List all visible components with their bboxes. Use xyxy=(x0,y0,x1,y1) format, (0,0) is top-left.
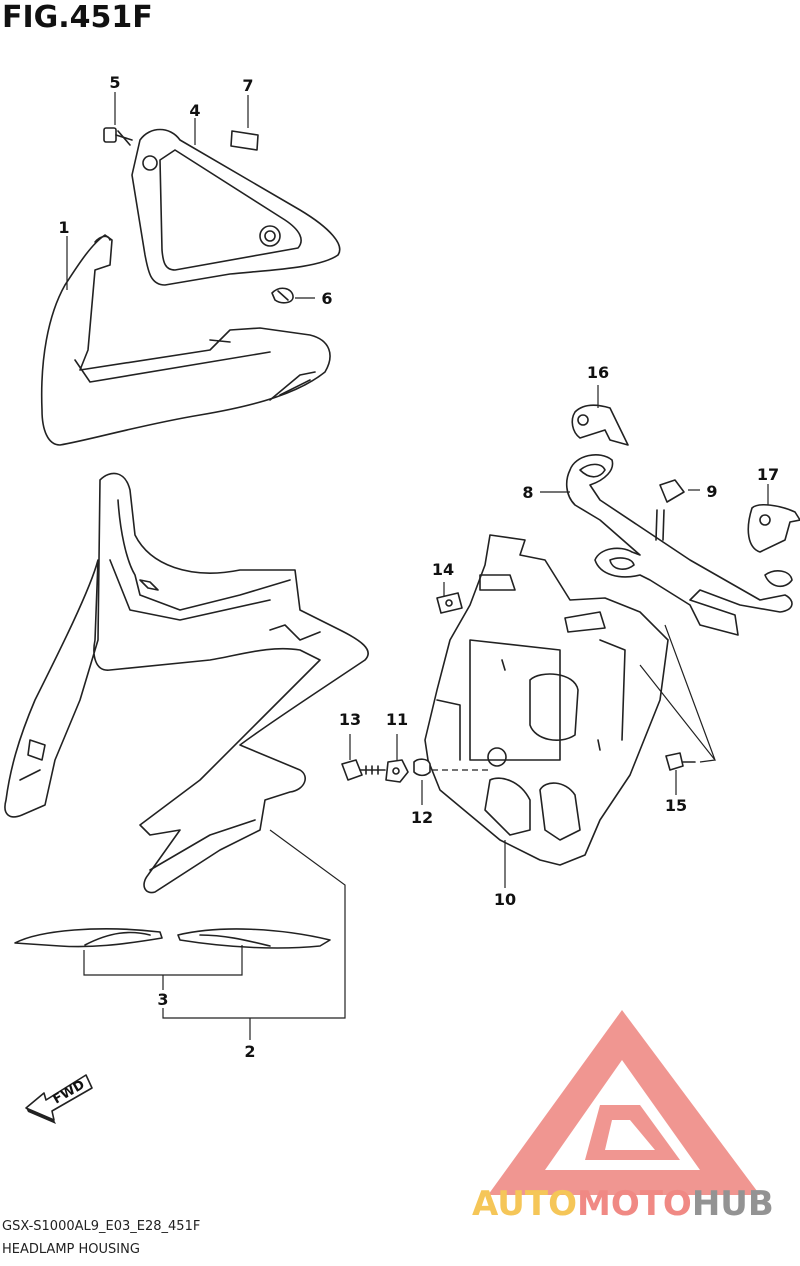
callout-6: 6 xyxy=(321,289,332,308)
part-12-collar xyxy=(413,758,431,777)
callout-2: 2 xyxy=(244,1042,255,1061)
callout-13: 13 xyxy=(339,710,361,729)
part-4-upper-cover xyxy=(131,128,341,286)
part-1-lower-cover xyxy=(40,234,331,446)
part-2-side-cowl xyxy=(4,472,369,894)
part-14-nut xyxy=(436,592,463,614)
fwd-arrow-icon: FWD xyxy=(25,1074,93,1124)
callout-12: 12 xyxy=(411,808,433,827)
callout-1: 1 xyxy=(58,218,69,237)
leader-lines xyxy=(66,92,769,1040)
part-3-trim-strips xyxy=(14,928,331,949)
fwd-label: FWD xyxy=(51,1077,88,1107)
callout-8: 8 xyxy=(522,483,533,502)
callout-11: 11 xyxy=(386,710,408,729)
callout-7: 7 xyxy=(242,76,253,95)
part-6-clip xyxy=(271,287,294,304)
part-5-screw xyxy=(103,127,133,146)
figure-title: FIG.451F xyxy=(2,0,153,35)
figure-name: HEADLAMP HOUSING xyxy=(2,1242,140,1257)
part-13-bolt xyxy=(341,759,386,781)
watermark-logo: AUTOMOTOHUB xyxy=(472,1010,774,1224)
part-9-grommet xyxy=(655,479,685,541)
callout-labels: 5 4 7 6 1 16 8 9 17 14 13 11 12 10 15 3 … xyxy=(58,73,779,1061)
callout-9: 9 xyxy=(706,482,717,501)
watermark-auto: AUTOMOTOHUB xyxy=(472,1184,774,1224)
part-17-clip xyxy=(747,503,800,553)
callout-14: 14 xyxy=(432,560,454,579)
callout-10: 10 xyxy=(494,890,516,909)
callout-17: 17 xyxy=(757,465,779,484)
part-11-nut xyxy=(385,759,409,783)
callout-3: 3 xyxy=(157,990,168,1009)
callout-5: 5 xyxy=(109,73,120,92)
part-15-bolt xyxy=(665,752,696,771)
part-10-bracket xyxy=(424,534,669,866)
callout-4: 4 xyxy=(189,101,200,120)
figure-code: GSX-S1000AL9_E03_E28_451F xyxy=(2,1219,201,1234)
part-8-stay-bracket xyxy=(565,454,793,636)
callout-15: 15 xyxy=(665,796,687,815)
part-16-clip xyxy=(571,404,629,446)
part-7-label xyxy=(230,130,259,151)
callout-16: 16 xyxy=(587,363,609,382)
